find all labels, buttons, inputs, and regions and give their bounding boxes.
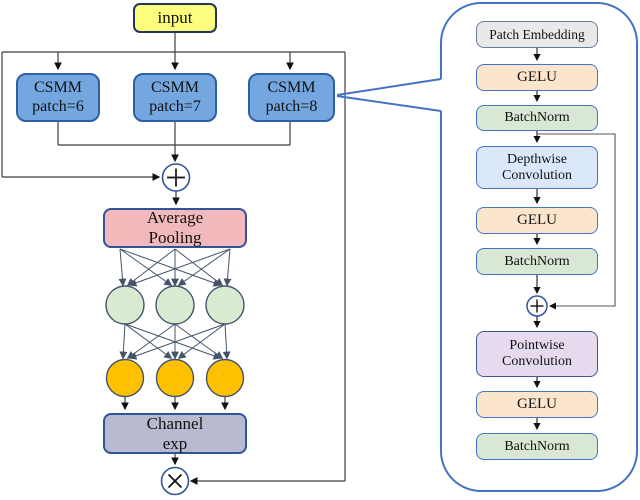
patch-embedding-box: Patch Embedding bbox=[476, 21, 598, 48]
callout-wedge bbox=[336, 78, 442, 112]
csmm-patch7-param: patch=7 bbox=[149, 97, 201, 115]
multiply-node-icon bbox=[160, 466, 190, 496]
gelu-label: GELU bbox=[517, 69, 557, 86]
batchnorm-label: BatchNorm bbox=[504, 253, 570, 269]
output-neuron bbox=[105, 358, 145, 398]
gelu-box-1: GELU bbox=[476, 64, 598, 91]
channel-exp-line2: exp bbox=[162, 433, 188, 453]
csmm-patch6-title: CSMM bbox=[33, 79, 83, 97]
add-node-panel-icon bbox=[526, 295, 548, 317]
average-pooling-box: Average Pooling bbox=[103, 208, 247, 248]
output-neuron bbox=[205, 358, 245, 398]
fc-wires-hidden bbox=[118, 248, 232, 287]
average-pooling-line1: Average bbox=[146, 208, 204, 228]
input-label: input bbox=[157, 8, 193, 28]
gelu-box-2: GELU bbox=[476, 207, 598, 234]
depthwise-line1: Depthwise bbox=[507, 151, 567, 167]
output-neurons bbox=[105, 358, 245, 398]
hidden-neurons bbox=[105, 285, 245, 325]
batchnorm-label: BatchNorm bbox=[504, 438, 570, 454]
gelu-label: GELU bbox=[517, 212, 557, 229]
fc-wires-output bbox=[119, 323, 231, 360]
patch-embedding-label: Patch Embedding bbox=[489, 26, 585, 42]
batchnorm-box-3: BatchNorm bbox=[476, 433, 598, 460]
input-box: input bbox=[133, 3, 217, 33]
pointwise-line1: Pointwise bbox=[509, 338, 565, 354]
csmm-patch8-box: CSMM patch=8 bbox=[248, 73, 335, 122]
hidden-neuron bbox=[105, 285, 145, 325]
average-pooling-line2: Pooling bbox=[148, 228, 202, 247]
panel-skip-wire bbox=[537, 133, 616, 310]
csmm-patch6-box: CSMM patch=6 bbox=[16, 73, 100, 122]
pointwise-conv-box: Pointwise Convolution bbox=[476, 331, 598, 377]
gelu-label: GELU bbox=[517, 396, 557, 413]
channel-exp-line1: Channel bbox=[146, 413, 204, 433]
trunk-wires bbox=[1, 33, 346, 485]
csmm-patch7-title: CSMM bbox=[150, 79, 200, 97]
batchnorm-box-2: BatchNorm bbox=[476, 248, 598, 275]
csmm-detail-panel-border bbox=[440, 2, 638, 492]
gelu-box-3: GELU bbox=[476, 391, 598, 418]
hidden-neuron bbox=[155, 285, 195, 325]
batchnorm-box-1: BatchNorm bbox=[476, 105, 598, 131]
csmm-patch8-param: patch=8 bbox=[265, 97, 318, 115]
csmm-patch7-box: CSMM patch=7 bbox=[133, 73, 217, 122]
csmm-patch6-param: patch=6 bbox=[32, 97, 84, 115]
batchnorm-label: BatchNorm bbox=[504, 110, 570, 126]
output-neuron bbox=[155, 358, 195, 398]
add-node-icon bbox=[161, 163, 191, 192]
channel-exp-box: Channel exp bbox=[103, 413, 247, 454]
depthwise-conv-box: Depthwise Convolution bbox=[476, 146, 598, 189]
pointwise-line2: Convolution bbox=[501, 354, 572, 369]
csmm-patch8-title: CSMM bbox=[267, 79, 316, 97]
hidden-neuron bbox=[205, 285, 245, 325]
depthwise-line2: Convolution bbox=[501, 167, 572, 183]
